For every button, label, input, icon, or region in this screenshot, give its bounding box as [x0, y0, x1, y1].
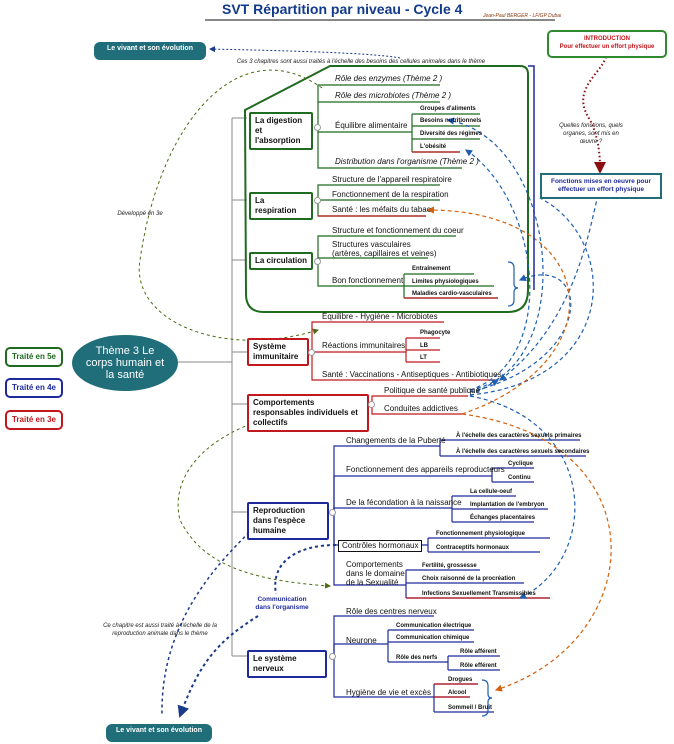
- node-reproduction[interactable]: Reproduction dans l'espèce humaine: [247, 502, 329, 540]
- item-puberte: Changements de la Puberté: [346, 436, 446, 445]
- sub-lb: LB: [420, 343, 428, 349]
- sub-efferent: Rôle efférent: [460, 663, 497, 669]
- toggle-reproduction[interactable]: [329, 509, 336, 516]
- sub-fertilite: Fertilité, grossesse: [422, 563, 477, 569]
- sub-phagocyte: Phagocyte: [420, 330, 451, 336]
- top-link[interactable]: Le vivant et son évolution: [94, 42, 206, 60]
- item-addictives: Conduites addictives: [384, 404, 458, 413]
- toggle-nerveux[interactable]: [329, 653, 336, 660]
- sub-implantation: Implantation de l'embryon: [470, 502, 545, 508]
- sub-electrique: Communication électrique: [396, 623, 472, 629]
- page-title: SVT Répartition par niveau - Cycle 4: [222, 1, 463, 17]
- item-vasculaires: Structures vasculaires: [332, 240, 411, 249]
- node-immunite[interactable]: Système immunitaire: [247, 338, 309, 366]
- fonctions-box: Fonctions mises en oeuvre pour effectuer…: [540, 173, 662, 199]
- item-fecondation: De la fécondation à la naissance: [346, 498, 462, 507]
- sub-maladies: Maladies cardio-vasculaires: [412, 291, 492, 297]
- item-neurone: Neurone: [346, 636, 377, 645]
- item-sante-vaccins: Santé : Vaccinations - Antiseptiques - A…: [322, 370, 502, 379]
- item-reactions: Réactions immunitaires: [322, 341, 406, 350]
- item-controles: Contrôles hormonaux: [338, 540, 423, 552]
- sub-afferent: Rôle afférent: [460, 649, 497, 655]
- intro-text: Pour effectuer un effort physique: [559, 44, 655, 50]
- sub-echanges: Échanges placentaires: [470, 515, 536, 521]
- note-bottom: Ce chapitre est aussi traité à l'échelle…: [103, 623, 217, 637]
- item-appareils: Fonctionnement des appareils reproducteu…: [346, 465, 505, 474]
- note-develop: Développé en 3e: [117, 211, 163, 217]
- toggle-respiration[interactable]: [314, 197, 321, 204]
- sub-ist: Infections Sexuellement Transmissibles: [422, 591, 536, 597]
- legend-3e: Traité en 3e: [5, 410, 63, 430]
- sub-groupes: Groupes d'aliments: [420, 106, 476, 112]
- item-resp-tabac: Santé : les méfaits du tabac: [332, 205, 431, 214]
- legend-5e: Traité en 5e: [5, 347, 63, 367]
- intro-box: INTRODUCTION Pour effectuer un effort ph…: [547, 30, 667, 58]
- sub-continu: Continu: [508, 475, 531, 481]
- question-note: Quelles fonctions, quels organes, sont m…: [559, 123, 623, 145]
- sub-chimique: Communication chimique: [396, 635, 470, 641]
- node-comportements[interactable]: Comportements responsables individuels e…: [247, 394, 369, 432]
- sub-diversite: Diversité des régimes: [420, 131, 483, 137]
- item-politique: Politique de santé publique: [384, 386, 481, 395]
- node-digestion[interactable]: La digestion et l'absorption: [249, 112, 313, 150]
- item-distribution: Distribution dans l'organisme (Thème 2 ): [335, 157, 479, 166]
- sub-fonct-physio: Fonctionnement physiologique: [436, 531, 525, 537]
- node-circulation[interactable]: La circulation: [249, 252, 313, 270]
- toggle-digestion[interactable]: [314, 124, 321, 131]
- sub-drogues: Drogues: [448, 677, 473, 683]
- sub-primaires: À l'échelle des caractères sexuels prima…: [456, 433, 582, 439]
- sub-choix: Choix raisonné de la procréation: [422, 576, 516, 582]
- item-coeur: Structure et fonctionnement du coeur: [332, 226, 464, 235]
- sub-besoins: Besoins nutritionnels: [420, 118, 482, 124]
- toggle-comportements[interactable]: [368, 401, 375, 408]
- node-respiration[interactable]: La respiration: [249, 192, 313, 220]
- sub-nerfs: Rôle des nerfs: [396, 655, 438, 661]
- item-comportements-1: Comportements: [346, 560, 403, 569]
- theme-bubble: Thème 3 Le corps humain et la santé: [72, 335, 178, 391]
- node-nerveux[interactable]: Le système nerveux: [247, 650, 327, 678]
- sub-sommeil: Sommeil / Bruit: [448, 705, 493, 711]
- toggle-immunite[interactable]: [308, 349, 315, 356]
- sub-cellule-oeuf: La cellule-oeuf: [470, 489, 513, 495]
- legend-4e: Traité en 4e: [5, 378, 63, 398]
- sub-alcool: Alcool: [448, 690, 467, 696]
- item-hygiene: Hygiène de vie et excès: [346, 688, 431, 697]
- item-comportements-2: dans le domaine: [346, 569, 405, 578]
- sub-cyclique: Cyclique: [508, 461, 534, 467]
- toggle-circulation[interactable]: [314, 258, 321, 265]
- item-equilibre: Équilibre alimentaire: [335, 121, 408, 130]
- author-credit: Jean-Paul BERGER - LFIGP Dubai: [483, 13, 562, 19]
- sub-secondaires: À l'échelle des caractères sexuels secon…: [456, 449, 590, 455]
- sub-lt: LT: [420, 355, 427, 361]
- note-top: Ces 3 chapitres sont aussi traités à l'é…: [236, 59, 486, 65]
- item-bon-fonctionnement: Bon fonctionnement: [332, 276, 404, 285]
- sub-contraceptifs: Contraceptifs hormonaux: [436, 545, 510, 551]
- communication-label: Communication dans l'organisme: [255, 596, 309, 611]
- sub-entrainement: Entraînement: [412, 266, 451, 272]
- item-arteres: (artères, capillaires et veines): [332, 249, 437, 258]
- item-resp-structure: Structure de l'appareil respiratoire: [332, 175, 452, 184]
- intro-label: INTRODUCTION: [584, 36, 630, 42]
- item-resp-fonctionnement: Fonctionnement de la respiration: [332, 190, 449, 199]
- item-enzymes: Rôle des enzymes (Thème 2 ): [335, 74, 443, 83]
- item-centres: Rôle des centres nerveux: [346, 607, 437, 616]
- item-comportements-3: de la Sexualité: [346, 578, 399, 587]
- item-equilibre-hygiene: Équilibre - Hygiène - Microbiotes: [322, 312, 438, 321]
- sub-obesite: L'obésité: [420, 144, 447, 150]
- sub-limites: Limites physiologiques: [412, 279, 479, 285]
- item-microbiotes: Rôle des microbiotes (Thème 2 ): [335, 91, 452, 100]
- bottom-link[interactable]: Le vivant et son évolution: [106, 724, 212, 742]
